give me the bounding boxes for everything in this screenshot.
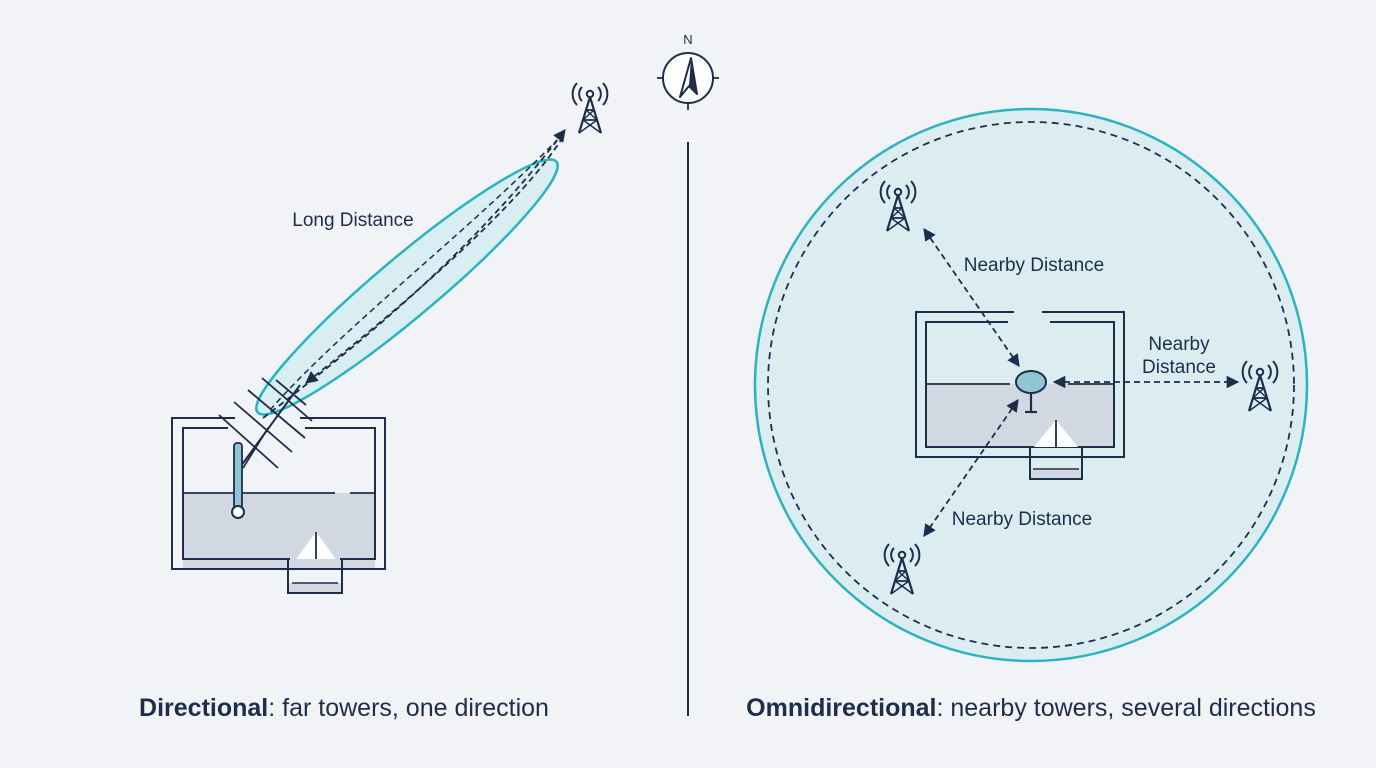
directional-caption-rest: : far towers, one direction	[268, 694, 549, 722]
omnidirectional-panel: Nearby Distance Nearby Distance Nearby D…	[746, 107, 1316, 722]
compass: N	[657, 32, 719, 110]
omnidirectional-caption-bold: Omnidirectional	[746, 694, 936, 722]
compass-north-label: N	[683, 32, 692, 47]
directional-caption-bold: Directional	[139, 694, 268, 722]
directional-beam	[255, 158, 559, 416]
omni-label-top: Nearby Distance	[964, 255, 1104, 276]
directional-tower-icon	[571, 81, 609, 135]
omni-label-bottom: Nearby Distance	[952, 509, 1092, 530]
directional-panel: Long Distance Directional: far towers, o…	[139, 81, 609, 722]
directional-antenna-icon	[218, 377, 313, 519]
directional-distance-label: Long Distance	[292, 210, 413, 231]
directional-room	[171, 417, 386, 594]
directional-caption: Directional: far towers, one direction	[139, 694, 549, 722]
omni-antenna-icon	[1015, 370, 1047, 414]
omnidirectional-caption: Omnidirectional: nearby towers, several …	[746, 694, 1316, 722]
omni-coverage-boundary	[767, 121, 1295, 649]
omni-label-right-line1: Nearby	[1148, 334, 1210, 355]
omni-label-right-line2: Distance	[1142, 357, 1216, 378]
omnidirectional-caption-rest: : nearby towers, several directions	[936, 694, 1315, 722]
